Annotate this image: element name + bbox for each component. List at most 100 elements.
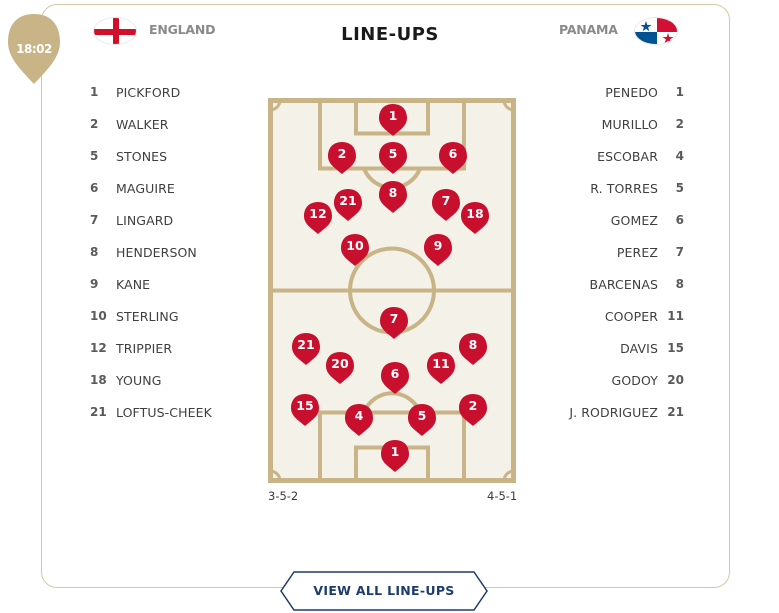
player-marker[interactable]: 4 xyxy=(344,403,374,436)
player-marker-number: 8 xyxy=(468,337,478,352)
player-name: TRIPPIER xyxy=(116,340,173,356)
player-marker[interactable]: 2 xyxy=(327,141,357,174)
player-marker[interactable]: 1 xyxy=(380,439,410,472)
roster-row[interactable]: 2 WALKER xyxy=(90,108,212,140)
view-all-lineups-button[interactable]: VIEW ALL LINE-UPS xyxy=(280,571,488,611)
player-name: STONES xyxy=(116,148,168,164)
marker-shape xyxy=(432,189,460,221)
roster-row[interactable]: MURILLO 2 xyxy=(520,108,684,140)
player-marker[interactable]: 15 xyxy=(290,393,320,426)
player-number: 8 xyxy=(675,277,684,291)
roster-row[interactable]: 21 LOFTUS-CHEEK xyxy=(90,396,212,428)
marker-shape xyxy=(381,362,409,394)
player-number: 10 xyxy=(90,309,107,323)
match-time: 18:02 xyxy=(16,42,52,56)
player-marker[interactable]: 11 xyxy=(426,351,456,384)
home-formation: 3-5-2 xyxy=(268,489,299,503)
england-flag-icon xyxy=(93,17,137,45)
player-marker[interactable]: 21 xyxy=(291,332,321,365)
marker-shape xyxy=(328,142,356,174)
player-number: 21 xyxy=(667,405,684,419)
player-name: GODOY xyxy=(611,372,658,388)
player-name: STERLING xyxy=(116,308,179,324)
player-marker-number: 7 xyxy=(389,311,399,326)
marker-shape xyxy=(408,404,436,436)
player-marker[interactable]: 5 xyxy=(407,403,437,436)
roster-row[interactable]: 10 STERLING xyxy=(90,300,212,332)
player-number: 8 xyxy=(90,245,99,259)
player-marker[interactable]: 6 xyxy=(438,141,468,174)
player-marker[interactable]: 6 xyxy=(380,361,410,394)
player-name: LINGARD xyxy=(116,212,174,228)
panama-flag-icon xyxy=(634,17,678,45)
player-marker[interactable]: 7 xyxy=(379,306,409,339)
player-marker-number: 6 xyxy=(390,366,400,381)
player-number: 21 xyxy=(90,405,107,419)
player-marker[interactable]: 9 xyxy=(423,233,453,266)
player-marker-number: 11 xyxy=(432,356,450,371)
player-marker[interactable]: 12 xyxy=(303,201,333,234)
player-marker[interactable]: 1 xyxy=(378,103,408,136)
player-name: HENDERSON xyxy=(116,244,197,260)
roster-row[interactable]: 8 HENDERSON xyxy=(90,236,212,268)
player-marker-number: 5 xyxy=(417,408,427,423)
marker-shape xyxy=(459,394,487,426)
marker-shape xyxy=(292,333,320,365)
badge-shape xyxy=(8,14,60,84)
player-number: 11 xyxy=(667,309,684,323)
player-marker[interactable]: 8 xyxy=(378,180,408,213)
player-number: 2 xyxy=(90,117,99,131)
player-marker-number: 5 xyxy=(388,146,398,161)
player-marker[interactable]: 18 xyxy=(460,201,490,234)
marker-shape xyxy=(334,189,362,221)
player-marker[interactable]: 10 xyxy=(340,233,370,266)
player-marker[interactable]: 2 xyxy=(458,393,488,426)
player-marker-number: 1 xyxy=(388,108,398,123)
player-number: 9 xyxy=(90,277,99,291)
player-marker-number: 8 xyxy=(388,185,398,200)
player-name: MURILLO xyxy=(601,116,658,132)
player-marker[interactable]: 5 xyxy=(378,141,408,174)
player-name: GOMEZ xyxy=(610,212,658,228)
player-marker[interactable]: 8 xyxy=(458,332,488,365)
player-name: LOFTUS-CHEEK xyxy=(116,404,212,420)
roster-row[interactable]: 12 TRIPPIER xyxy=(90,332,212,364)
player-name: DAVIS xyxy=(620,340,658,356)
player-number: 6 xyxy=(675,213,684,227)
marker-shape xyxy=(326,352,354,384)
player-marker[interactable]: 7 xyxy=(431,188,461,221)
player-number: 12 xyxy=(90,341,107,355)
roster-row[interactable]: GOMEZ 6 xyxy=(520,204,684,236)
player-marker[interactable]: 20 xyxy=(325,351,355,384)
player-marker[interactable]: 21 xyxy=(333,188,363,221)
marker-shape xyxy=(304,202,332,234)
player-marker-number: 7 xyxy=(441,193,451,208)
player-name: WALKER xyxy=(116,116,169,132)
marker-shape xyxy=(461,202,489,234)
player-number: 7 xyxy=(675,245,684,259)
player-number: 4 xyxy=(675,149,684,163)
marker-shape xyxy=(439,142,467,174)
player-name: PENEDO xyxy=(605,84,658,100)
player-number: 2 xyxy=(675,117,684,131)
marker-shape xyxy=(379,104,407,136)
page-title: LINE-UPS xyxy=(341,24,439,45)
player-marker-number: 4 xyxy=(354,408,364,423)
